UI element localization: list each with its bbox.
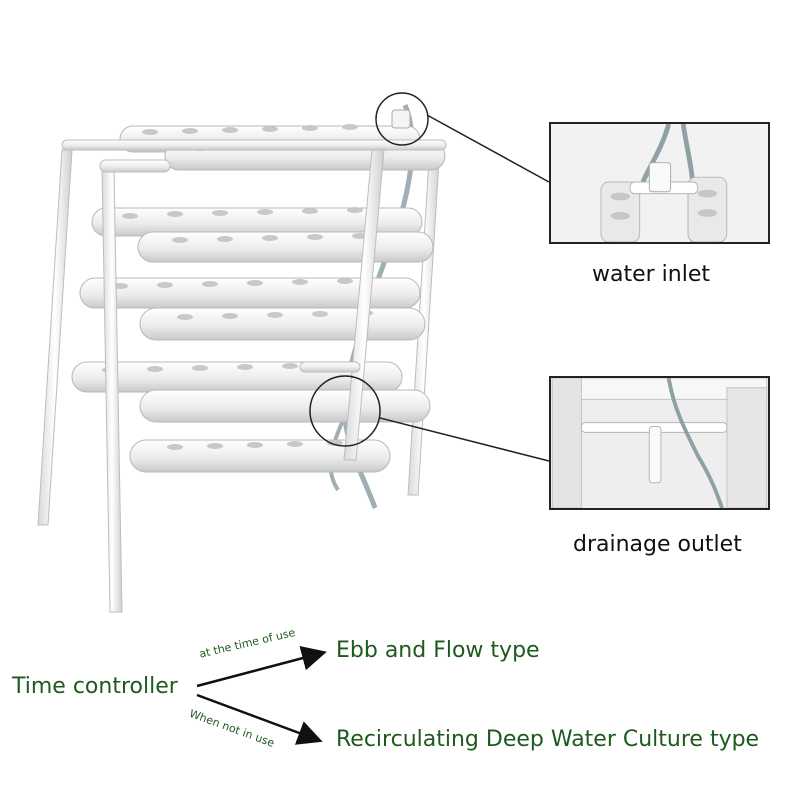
drain-detail-inset — [549, 376, 770, 510]
drain-leader-line — [379, 417, 550, 462]
time-controller-label: Time controller — [12, 674, 178, 699]
drain-caption: drainage outlet — [573, 532, 742, 557]
channel-tier-2 — [91, 207, 434, 263]
dwc-type-label: Recirculating Deep Water Culture type — [336, 727, 760, 752]
inlet-callout-circle — [375, 92, 429, 146]
channel-tier-3 — [79, 277, 426, 341]
inlet-detail-inset — [549, 122, 770, 244]
arrow-to-ebb-flow — [196, 646, 327, 688]
channel-tier-4 — [71, 361, 431, 473]
drain-detail-photo — [551, 378, 768, 508]
inlet-caption: water inlet — [592, 262, 711, 287]
rack-frame-bars — [61, 139, 447, 373]
inlet-leader-line — [426, 114, 550, 183]
ebb-flow-type-label: Ebb and Flow type — [336, 638, 540, 663]
inlet-detail-photo — [552, 124, 767, 242]
rack-front-legs — [101, 149, 385, 613]
arrow-to-dwc — [196, 693, 323, 745]
drain-callout-circle — [309, 375, 381, 447]
inlet-tee-fitting — [391, 109, 411, 129]
